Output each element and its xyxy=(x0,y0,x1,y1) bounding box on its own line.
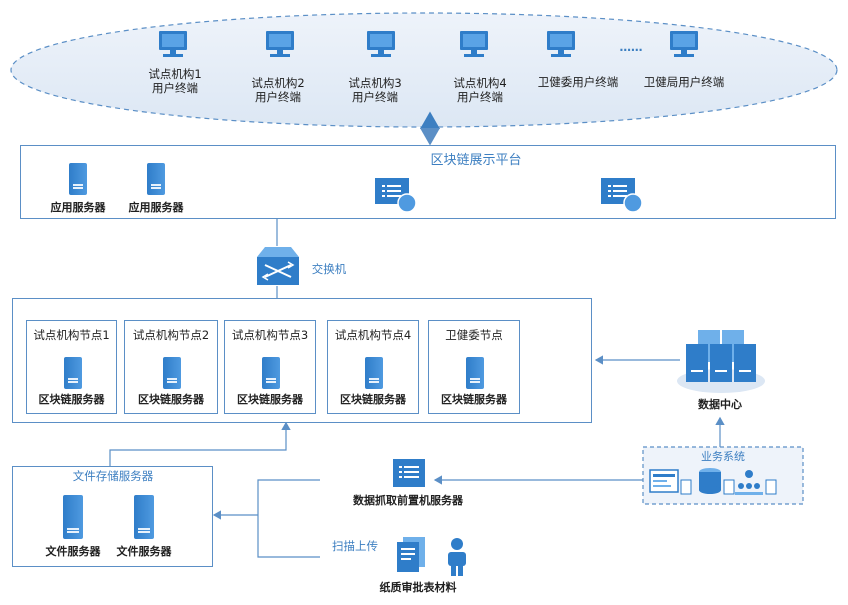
switch-label: 交换机 xyxy=(311,262,347,276)
switch-icon xyxy=(255,245,301,291)
business-system-icons xyxy=(648,466,798,506)
node-server-label: 区块链服务器 xyxy=(340,393,406,406)
node-title: 卫健委节点 xyxy=(445,328,503,342)
file-server-label-1: 文件服务器 xyxy=(45,545,101,558)
server-icon xyxy=(134,495,154,539)
server-icon xyxy=(64,357,82,389)
data-center-label: 数据中心 xyxy=(698,398,742,411)
terminals-ellipsis: …… xyxy=(619,40,643,54)
server-icon xyxy=(466,357,484,389)
server-icon xyxy=(365,357,383,389)
platform-title: 区块链展示平台 xyxy=(430,153,522,168)
file-storage-box: 文件存储服务器 文件服务器 文件服务器 xyxy=(12,466,213,567)
node-title: 试点机构节点2 xyxy=(132,328,210,342)
server-icon xyxy=(63,495,83,539)
file-storage-title: 文件存储服务器 xyxy=(72,469,154,483)
node-box-2: 试点机构节点2 区块链服务器 xyxy=(124,320,218,414)
monitor-icon xyxy=(458,30,492,64)
blockchain-platform: 区块链展示平台 应用服务器 应用服务器 xyxy=(20,145,836,219)
node-title: 试点机构节点4 xyxy=(334,328,412,342)
server-icon xyxy=(163,357,181,389)
document-icon xyxy=(397,537,427,579)
app-server-label-1: 应用服务器 xyxy=(50,201,106,214)
scan-upload-label: 扫描上传 xyxy=(332,539,378,553)
terminal-label-5: 卫健委用户终端 xyxy=(537,75,619,89)
web-server-icon xyxy=(601,178,643,216)
node-server-label: 区块链服务器 xyxy=(237,393,303,406)
person-icon xyxy=(446,538,468,580)
data-center-icon xyxy=(676,326,766,398)
file-server-label-2: 文件服务器 xyxy=(116,545,172,558)
monitor-icon xyxy=(264,30,298,64)
terminal-label-6: 卫健局用户终端 xyxy=(643,75,725,89)
node-server-label: 区块链服务器 xyxy=(138,393,204,406)
monitor-icon xyxy=(365,30,399,64)
node-title: 试点机构节点3 xyxy=(231,328,309,342)
blockchain-node-network: 试点机构节点1 区块链服务器 试点机构节点2 区块链服务器 试点机构节点3 区块… xyxy=(12,298,592,423)
front-server-icon xyxy=(393,459,431,495)
app-server-label-2: 应用服务器 xyxy=(128,201,184,214)
node-box-1: 试点机构节点1 区块链服务器 xyxy=(26,320,117,414)
node-box-4: 试点机构节点4 区块链服务器 xyxy=(327,320,419,414)
paper-materials-label: 纸质审批表材料 xyxy=(379,581,457,594)
node-box-3: 试点机构节点3 区块链服务器 xyxy=(224,320,316,414)
monitor-icon xyxy=(157,30,191,64)
node-server-label: 区块链服务器 xyxy=(441,393,507,406)
monitor-icon xyxy=(545,30,579,64)
business-system-label: 业务系统 xyxy=(701,450,745,463)
node-box-5: 卫健委节点 区块链服务器 xyxy=(428,320,520,414)
server-icon xyxy=(262,357,280,389)
node-title: 试点机构节点1 xyxy=(33,328,110,342)
front-server-label: 数据抓取前置机服务器 xyxy=(353,494,463,507)
terminal-ellipse xyxy=(10,12,838,128)
server-icon xyxy=(69,163,87,195)
web-server-icon xyxy=(375,178,417,216)
server-icon xyxy=(147,163,165,195)
node-server-label: 区块链服务器 xyxy=(38,393,105,406)
monitor-icon xyxy=(668,30,702,64)
